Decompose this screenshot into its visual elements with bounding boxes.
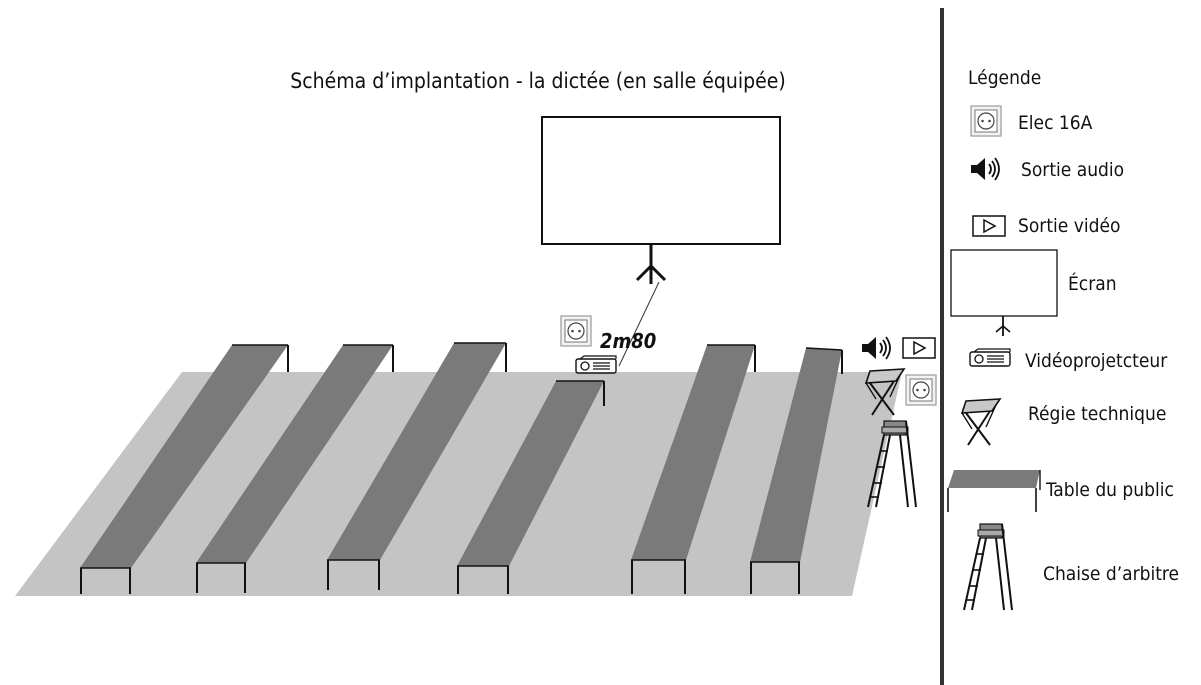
legend-label-video: Sortie vidéo (1018, 215, 1120, 237)
play-icon (902, 337, 936, 359)
table-2 (196, 344, 394, 593)
legend-label-projector: Vidéoprojetcteur (1025, 350, 1168, 372)
projection-screen (541, 116, 781, 284)
table-1 (80, 344, 289, 594)
table-icon (947, 470, 1041, 512)
table-6 (750, 347, 843, 594)
legend-heading: Légende (968, 67, 1041, 89)
legend-label-chair: Chaise d’arbitre (1043, 563, 1179, 585)
projector-icon (969, 348, 1011, 367)
legend-label-control: Régie technique (1028, 403, 1166, 425)
legend-label-screen: Écran (1068, 272, 1117, 295)
legend-label-table: Table du public (1045, 479, 1174, 501)
power-outlet-icon (905, 374, 937, 406)
speaker-icon (861, 336, 891, 360)
table-5 (631, 344, 756, 594)
legend: Légende Elec 16A Sortie audio Sortie vid… (947, 67, 1179, 611)
umpire-chair-icon (963, 523, 1013, 611)
legend-label-audio: Sortie audio (1021, 159, 1124, 181)
play-icon (972, 215, 1006, 237)
distance-line (618, 281, 660, 367)
power-outlet-icon (560, 315, 592, 347)
table-4 (457, 380, 605, 594)
diagram-title: Schéma d’implantation - la dictée (en sa… (290, 69, 786, 93)
table-3 (327, 342, 507, 590)
folding-stand-icon (961, 398, 1001, 446)
power-outlet-icon (970, 105, 1002, 137)
legend-label-elec: Elec 16A (1018, 112, 1093, 134)
screen-icon (950, 249, 1058, 336)
distance-label: 2m80 (600, 329, 656, 353)
projector-icon (575, 355, 617, 374)
speaker-icon (970, 157, 1000, 181)
